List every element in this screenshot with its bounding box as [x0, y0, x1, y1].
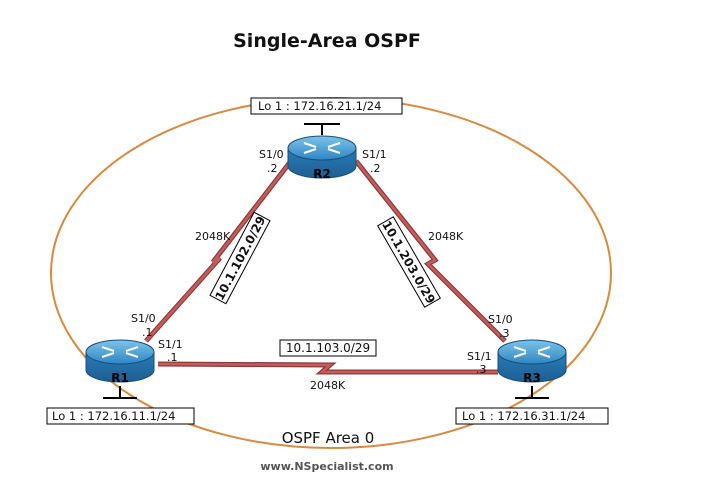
loopback-stub-r3 [515, 386, 549, 399]
router-arrows-icon [513, 346, 551, 358]
loopback-label-r1: Lo 1 : 172.16.11.1/24 [52, 409, 175, 423]
loopback-box-r3: Lo 1 : 172.16.31.1/24 [455, 407, 609, 425]
r1-s11-ip: .1 [167, 351, 178, 364]
diagram-title: Single-Area OSPF [233, 30, 421, 52]
bandwidth-r2-r3: 2048K [428, 230, 464, 243]
router-name-r2: R2 [313, 167, 331, 181]
loopback-label-r2: Lo 1 : 172.16.21.1/24 [258, 99, 381, 113]
r3-s11-label: S1/1 [467, 350, 492, 363]
bandwidth-r1-r2: 2048K [195, 230, 231, 243]
r3-s10-label: S1/0 [488, 313, 513, 326]
loopback-box-r2: Lo 1 : 172.16.21.1/24 [250, 97, 403, 115]
link-r1-r3 [157, 361, 498, 375]
router-name-r3: R3 [523, 371, 541, 385]
r2-s11-label: S1/1 [362, 148, 387, 161]
r2-s10-label: S1/0 [259, 148, 284, 161]
router-arrows-icon [101, 346, 139, 358]
loopback-box-r1: Lo 1 : 172.16.11.1/24 [46, 407, 195, 425]
footer-watermark: www.NSpecialist.com [260, 460, 393, 473]
router-arrows-icon [303, 142, 341, 154]
area-label: OSPF Area 0 [282, 429, 375, 447]
bandwidth-r1-r3: 2048K [310, 379, 346, 392]
r2-s10-ip: .2 [267, 162, 278, 175]
r2-s11-ip: .2 [370, 162, 381, 175]
r3-s11-ip: .3 [476, 363, 487, 376]
loopback-label-r3: Lo 1 : 172.16.31.1/24 [462, 409, 585, 423]
router-r3[interactable]: R3 [497, 339, 567, 385]
r3-s10-ip: .3 [499, 327, 510, 340]
loopback-stub-r1 [103, 386, 137, 399]
router-r1[interactable]: R1 [85, 339, 155, 385]
r1-s11-label: S1/1 [158, 338, 183, 351]
r1-s10-ip: .1 [142, 326, 153, 339]
r1-s10-label: S1/0 [131, 312, 156, 325]
link-r2-r3 [354, 159, 507, 343]
router-r2[interactable]: R2 [287, 135, 357, 181]
subnet-box-r1-r3: 10.1.103.0/29 [279, 339, 377, 357]
subnet-label-r1-r3: 10.1.103.0/29 [286, 341, 370, 355]
link-r1-r2 [144, 159, 293, 343]
loopback-stub-r2 [304, 123, 340, 135]
router-name-r1: R1 [111, 371, 129, 385]
